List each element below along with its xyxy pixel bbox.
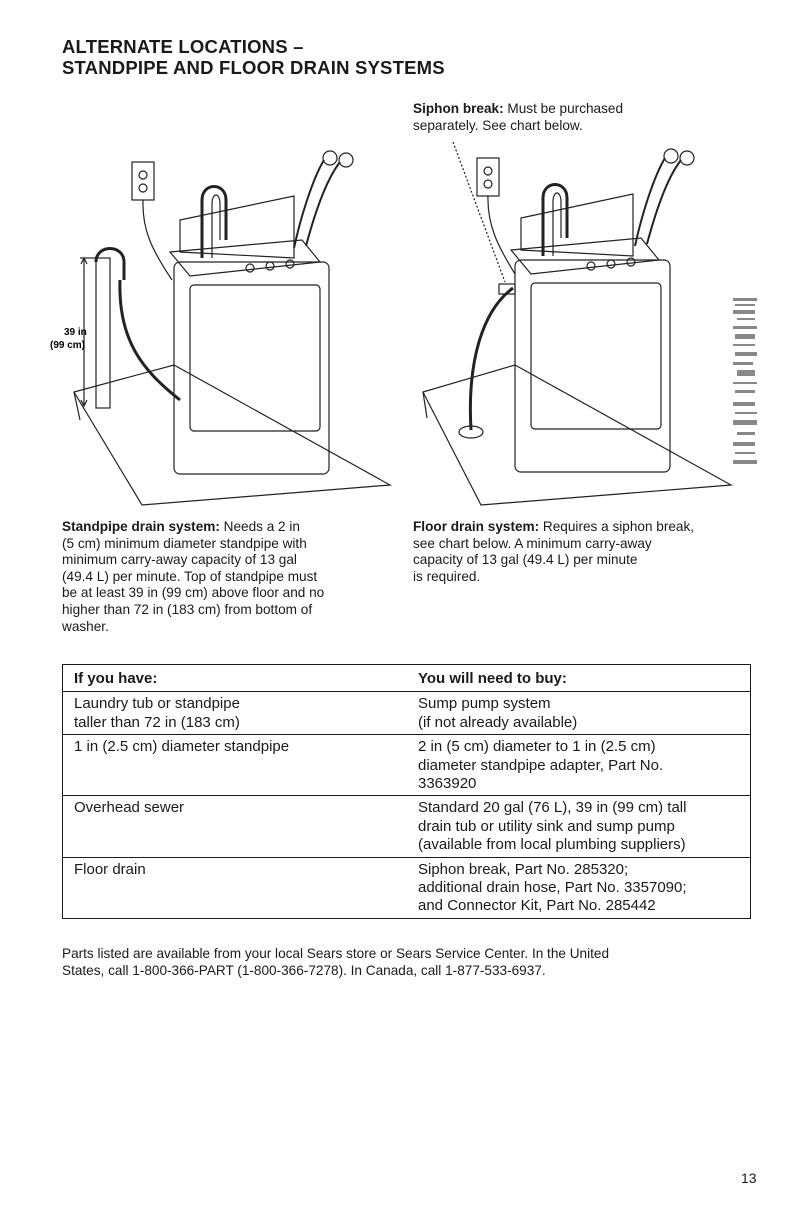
- buy-cell: Standard 20 gal (76 L), 39 in (99 cm) ta…: [404, 795, 751, 858]
- header-you-will-need: You will need to buy:: [404, 663, 751, 693]
- drain-hose: [200, 185, 228, 258]
- footnote-line-2: States, call 1-800-366-PART (1-800-366-7…: [62, 962, 546, 978]
- side-scan-marks: [733, 298, 757, 464]
- standpipe-height-label-cm: (99 cm): [50, 340, 85, 351]
- buy-line: Standard 20 gal (76 L), 39 in (99 cm) ta…: [418, 799, 687, 817]
- siphon-break-text-1: Must be purchased: [503, 101, 624, 116]
- table-row: Overhead sewer Standard 20 gal (76 L), 3…: [62, 795, 751, 858]
- standpipe-caption: Standpipe drain system: Needs a 2 in (5 …: [62, 519, 382, 635]
- buy-line: additional drain hose, Part No. 3357090;: [418, 879, 687, 897]
- buy-line: Siphon break, Part No. 285320;: [418, 860, 629, 878]
- buy-line: Sump pump system: [418, 695, 551, 713]
- buy-cell: Siphon break, Part No. 285320; additiona…: [404, 856, 751, 919]
- buy-line: diameter standpipe adapter, Part No.: [418, 756, 664, 774]
- washer-body: [514, 259, 671, 473]
- have-line: Floor drain: [74, 860, 146, 878]
- standpipe-caption-line-7: washer.: [62, 618, 109, 634]
- footnote-line-1: Parts listed are available from your loc…: [62, 946, 610, 961]
- siphon-break-text-2: separately. See chart below.: [413, 117, 583, 133]
- floor-drain-caption: Floor drain system: Requires a siphon br…: [413, 519, 758, 585]
- have-cell: Laundry tub or standpipe taller than 72 …: [62, 691, 404, 736]
- floor-drain-caption-line-4: is required.: [413, 568, 481, 584]
- floor-drain-caption-line-1: Requires a siphon break,: [539, 519, 695, 534]
- siphon-break-label: Siphon break:: [413, 101, 504, 116]
- have-line: Laundry tub or standpipe: [74, 695, 240, 713]
- floor-drain-caption-line-2: see chart below. A minimum carry-away: [413, 535, 652, 551]
- wall-outlet-icon: [131, 161, 155, 201]
- parts-footnote: Parts listed are available from your loc…: [62, 946, 762, 979]
- buy-line: and Connector Kit, Part No. 285442: [418, 897, 656, 915]
- table-row: Laundry tub or standpipe taller than 72 …: [62, 691, 751, 736]
- standpipe-caption-line-4: (49.4 L) per minute. Top of standpipe mu…: [62, 568, 318, 584]
- page-heading-line-1: ALTERNATE LOCATIONS –: [62, 36, 304, 57]
- parts-table-header-row: If you have: You will need to buy:: [62, 663, 751, 693]
- floor-drain-caption-line-3: capacity of 13 gal (49.4 L) per minute: [413, 552, 638, 568]
- standpipe-caption-line-1: Needs a 2 in: [219, 519, 300, 534]
- parts-table: If you have: You will need to buy: Laund…: [62, 663, 751, 919]
- table-row: 1 in (2.5 cm) diameter standpipe 2 in (5…: [62, 734, 751, 797]
- standpipe-caption-label: Standpipe drain system:: [62, 519, 220, 534]
- buy-cell: Sump pump system (if not already availab…: [404, 691, 751, 736]
- page-number: 13: [741, 1170, 757, 1186]
- standpipe-height-label: 39 in: [64, 327, 87, 338]
- floor-slab: [73, 364, 393, 506]
- table-row: Floor drain Siphon break, Part No. 28532…: [62, 856, 751, 919]
- floor-drain-caption-label: Floor drain system:: [413, 519, 540, 534]
- have-line: Overhead sewer: [74, 799, 185, 817]
- washer-body: [173, 261, 330, 475]
- buy-line: 2 in (5 cm) diameter to 1 in (2.5 cm): [418, 738, 656, 756]
- have-cell: 1 in (2.5 cm) diameter standpipe: [62, 734, 404, 797]
- drain-hose: [541, 183, 569, 256]
- have-line: 1 in (2.5 cm) diameter standpipe: [74, 738, 290, 756]
- have-line: taller than 72 in (183 cm): [74, 713, 240, 731]
- siphon-break-note: Siphon break: Must be purchased separate…: [413, 101, 743, 134]
- floor-drain-washer-illustration: [422, 141, 734, 506]
- siphon-break-hose: [468, 286, 514, 431]
- wall-outlet-icon: [476, 157, 500, 197]
- buy-line: 3363920: [418, 775, 477, 793]
- standpipe-caption-line-3: minimum carry-away capacity of 13 gal: [62, 552, 297, 568]
- floor-slab: [422, 364, 734, 506]
- buy-cell: 2 in (5 cm) diameter to 1 in (2.5 cm) di…: [404, 734, 751, 797]
- buy-line: (if not already available): [418, 713, 578, 731]
- standpipe-caption-line-5: be at least 39 in (99 cm) above floor an…: [62, 585, 325, 601]
- have-cell: Floor drain: [62, 856, 404, 919]
- standpipe-caption-line-2: (5 cm) minimum diameter standpipe with: [62, 535, 307, 551]
- buy-line: drain tub or utility sink and sump pump: [418, 817, 675, 835]
- have-cell: Overhead sewer: [62, 795, 404, 858]
- page-heading: ALTERNATE LOCATIONS – STANDPIPE AND FLOO…: [62, 36, 445, 78]
- standpipe-washer-illustration: 39 in (99 cm): [50, 150, 393, 506]
- standpipe-caption-line-6: higher than 72 in (183 cm) from bottom o…: [62, 601, 313, 617]
- page-heading-line-2: STANDPIPE AND FLOOR DRAIN SYSTEMS: [62, 57, 445, 78]
- standpipe: [95, 257, 111, 409]
- buy-line: (available from local plumbing suppliers…: [418, 836, 686, 854]
- header-if-you-have: If you have:: [62, 663, 404, 693]
